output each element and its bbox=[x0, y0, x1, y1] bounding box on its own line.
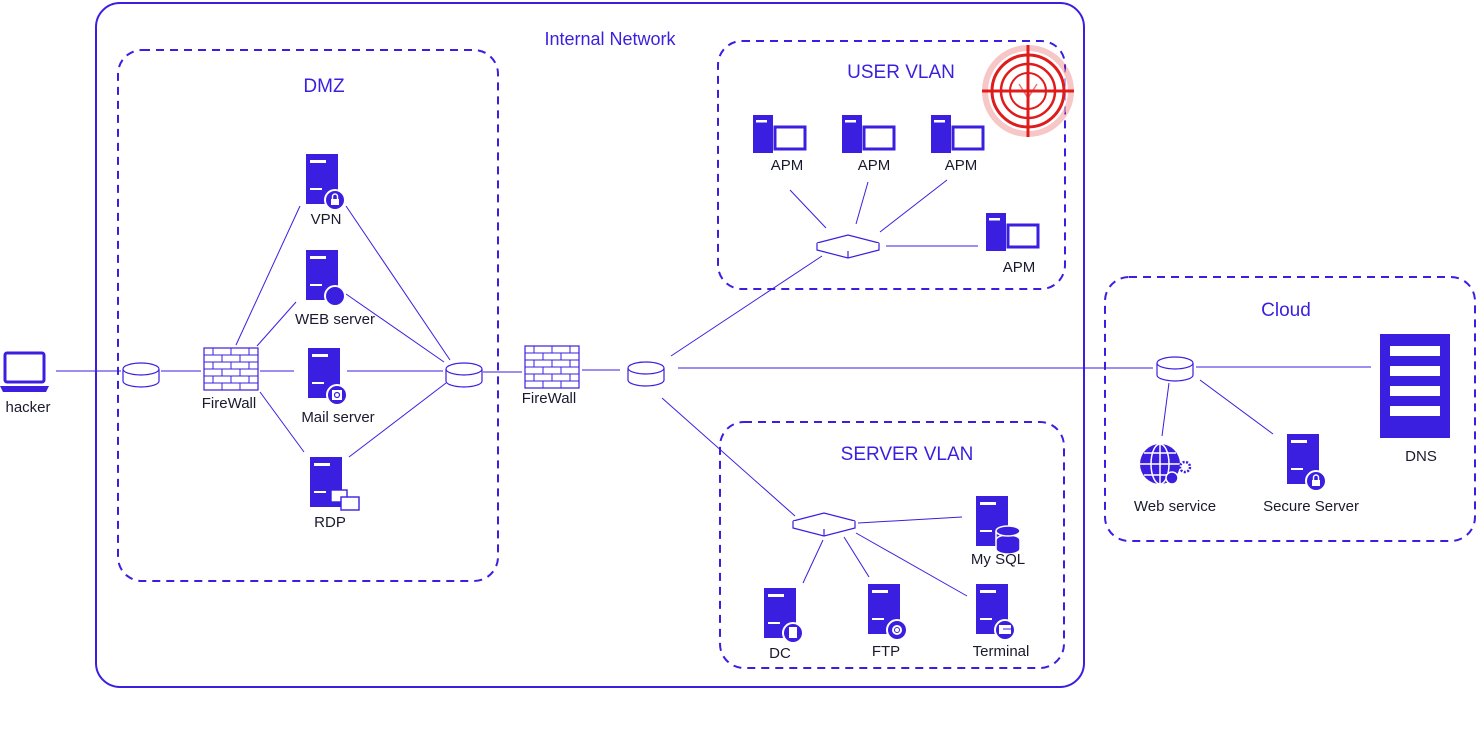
internal-network-zone bbox=[95, 2, 1085, 688]
user-vlan-switch-icon bbox=[816, 234, 880, 259]
dmz-firewall-label: FireWall bbox=[202, 395, 256, 412]
dmz-zone bbox=[117, 49, 499, 582]
internal-network-title: Internal Network bbox=[544, 29, 676, 49]
apm-node-3[interactable]: APM bbox=[929, 113, 985, 174]
web-server-label: WEB server bbox=[295, 311, 375, 328]
workstation-icon bbox=[840, 113, 896, 155]
dmz-hub-icon bbox=[445, 362, 483, 388]
crosshair-target-icon bbox=[982, 45, 1074, 137]
apm-label-1: APM bbox=[771, 157, 804, 174]
mysql-node[interactable]: My SQL bbox=[971, 496, 1025, 568]
terminal-node[interactable]: Terminal bbox=[973, 584, 1030, 660]
workstation-icon bbox=[751, 113, 807, 155]
connections bbox=[56, 179, 1371, 597]
link-core-user-switch bbox=[670, 255, 823, 357]
dc-node[interactable]: DC bbox=[764, 588, 804, 662]
mail-server-node[interactable]: Mail server bbox=[301, 348, 375, 426]
link-switch-ftp bbox=[843, 536, 870, 578]
dmz-title: DMZ bbox=[303, 76, 345, 97]
cloud-router-icon bbox=[1156, 356, 1194, 382]
firewall-icon bbox=[524, 345, 580, 389]
link-switch-terminal bbox=[855, 532, 968, 597]
link-apm2-switch bbox=[855, 181, 869, 225]
server-vlan-switch-icon bbox=[792, 512, 856, 537]
dns-server-icon bbox=[1380, 334, 1450, 438]
dns-label: DNS bbox=[1405, 448, 1437, 465]
link-fw-web bbox=[256, 301, 297, 347]
laptop-icon bbox=[0, 351, 49, 392]
core-firewall-node[interactable]: FireWall bbox=[522, 345, 580, 407]
secure-server-label: Secure Server bbox=[1263, 498, 1359, 515]
link-cloud-router-secure bbox=[1199, 379, 1274, 435]
workstation-icon bbox=[984, 211, 1040, 253]
link-cloud-router-webservice bbox=[1161, 382, 1170, 437]
apm-node-2[interactable]: APM bbox=[840, 113, 896, 174]
apm-label-3: APM bbox=[945, 157, 978, 174]
server-vlan-zone bbox=[719, 421, 1065, 669]
hacker-label: hacker bbox=[5, 399, 50, 416]
link-web-hub bbox=[345, 293, 445, 363]
user-vlan-title: USER VLAN bbox=[847, 62, 955, 83]
apm-node-1[interactable]: APM bbox=[751, 113, 807, 174]
link-apm3-switch bbox=[879, 179, 948, 233]
link-fw-vpn bbox=[235, 205, 301, 346]
workstation-icon bbox=[929, 113, 985, 155]
dmz-edge-router-icon bbox=[122, 362, 160, 388]
cloud-title: Cloud bbox=[1261, 300, 1311, 321]
dns-node[interactable]: DNS bbox=[1380, 334, 1450, 465]
core-firewall-label: FireWall bbox=[522, 390, 576, 407]
link-apm1-switch bbox=[789, 189, 827, 229]
link-vpn-hub bbox=[345, 205, 451, 361]
globe-gear-icon bbox=[1140, 443, 1192, 485]
core-router-icon bbox=[627, 361, 665, 387]
terminal-label: Terminal bbox=[973, 643, 1030, 660]
ftp-label: FTP bbox=[872, 643, 900, 660]
rdp-label: RDP bbox=[314, 514, 346, 531]
link-core-server-switch bbox=[661, 397, 796, 517]
rdp-node[interactable]: RDP bbox=[310, 457, 360, 531]
link-rdp-hub bbox=[348, 382, 447, 458]
apm-label-2: APM bbox=[858, 157, 891, 174]
web-service-node[interactable]: Web service bbox=[1134, 443, 1216, 515]
web-server-node[interactable]: WEB server bbox=[295, 250, 375, 328]
mysql-label: My SQL bbox=[971, 551, 1025, 568]
link-switch-mysql bbox=[857, 516, 963, 524]
mail-server-label: Mail server bbox=[301, 409, 374, 426]
cloud-zone bbox=[1104, 276, 1476, 542]
apm-label-4: APM bbox=[1003, 259, 1036, 276]
server-vlan-title: SERVER VLAN bbox=[841, 444, 974, 465]
vpn-node[interactable]: VPN bbox=[306, 154, 346, 228]
web-service-label: Web service bbox=[1134, 498, 1216, 515]
secure-server-node[interactable]: Secure Server bbox=[1263, 434, 1359, 515]
vpn-label: VPN bbox=[311, 211, 342, 228]
dc-label: DC bbox=[769, 645, 791, 662]
link-switch-dc bbox=[802, 539, 824, 584]
dmz-firewall-node[interactable]: FireWall bbox=[202, 347, 259, 412]
user-vlan-zone bbox=[717, 40, 1066, 290]
hacker-node[interactable]: hacker bbox=[0, 351, 51, 416]
ftp-node[interactable]: FTP bbox=[868, 584, 908, 660]
apm-node-4[interactable]: APM bbox=[984, 211, 1040, 276]
firewall-icon bbox=[203, 347, 259, 391]
link-fw-rdp bbox=[259, 391, 305, 453]
